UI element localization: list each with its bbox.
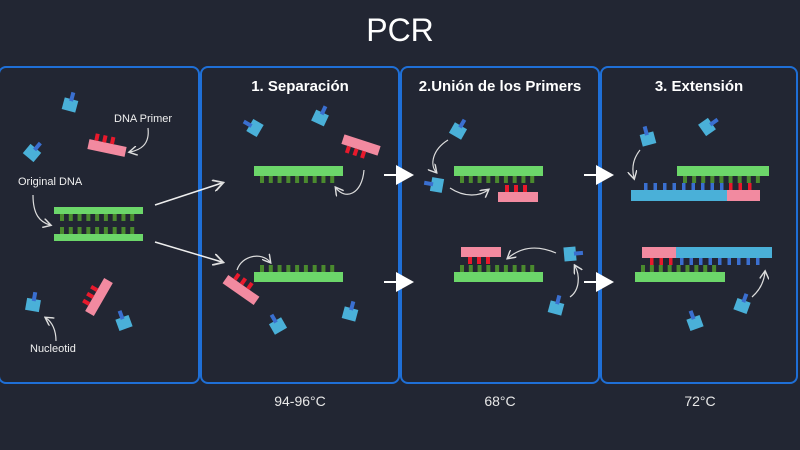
nucleotide [25,291,41,313]
curved-arrow [751,272,765,298]
label-original-dna: Original DNA [18,176,83,188]
nucleotide [61,91,79,113]
curved-arrow [433,139,449,172]
temperature-annealing: 68°C [484,393,516,409]
nucleotide [341,300,359,322]
nucleotide [115,310,133,332]
nucleotide [733,293,751,315]
step-title-extension: 3. Extensión [654,78,744,95]
panel-extension: 3. Extensión [600,66,798,384]
dna-primer [87,133,127,157]
temperature-extension: 72°C [684,393,716,409]
template-strand-top [454,166,543,183]
step-title-annealing: 2.Unión de los Primers [418,78,582,95]
original-dna-pointer-arrow [32,194,50,225]
primer [341,134,381,159]
annealed-primer-bottom [461,247,501,264]
template-strand-top [677,166,769,183]
label-dna-primer: DNA Primer [114,113,173,125]
curved-arrow [336,169,365,194]
curved-arrow [633,149,641,178]
panel-overview [0,66,200,384]
temperature-separation: 94-96°C [274,393,326,409]
dna-strand-top [54,207,143,221]
panel-annealing: 2.Unión de los Primers [400,66,600,384]
single-strand-bottom [254,265,343,282]
nucleotide [563,246,584,262]
extended-strand-bottom [642,247,772,265]
nucleotide [311,105,329,127]
primer [222,272,260,305]
nucleotide [698,117,719,137]
primer-pointer-arrow [130,127,149,152]
template-strand-bottom [454,265,543,282]
annealed-primer-top [498,185,538,202]
nucleotide [268,313,288,335]
nucleotide [547,294,565,316]
template-strand-bottom [635,265,725,282]
nucleotide [686,310,704,332]
nucleotide [423,177,445,193]
extended-strand-top [631,183,760,201]
panel-separation: 1. Separación [200,66,400,384]
dna-strand-bottom [54,227,143,241]
split-arrow-top [154,183,222,206]
nucleotide [22,141,42,163]
step-title-separation: 1. Separación [251,78,349,95]
split-arrow-bottom [154,241,222,262]
nucleotide [639,125,657,147]
nucleotide-pointer-arrow [46,318,57,342]
dna-primer [82,278,113,316]
curved-arrow [236,256,270,271]
label-nucleotide: Nucleotid [30,343,76,355]
single-strand-top [254,166,343,183]
curved-arrow [569,266,578,298]
curved-arrow [508,247,557,258]
nucleotide [242,118,264,138]
curved-arrow [449,187,488,195]
page-title: PCR [366,12,434,48]
nucleotide [448,118,468,140]
